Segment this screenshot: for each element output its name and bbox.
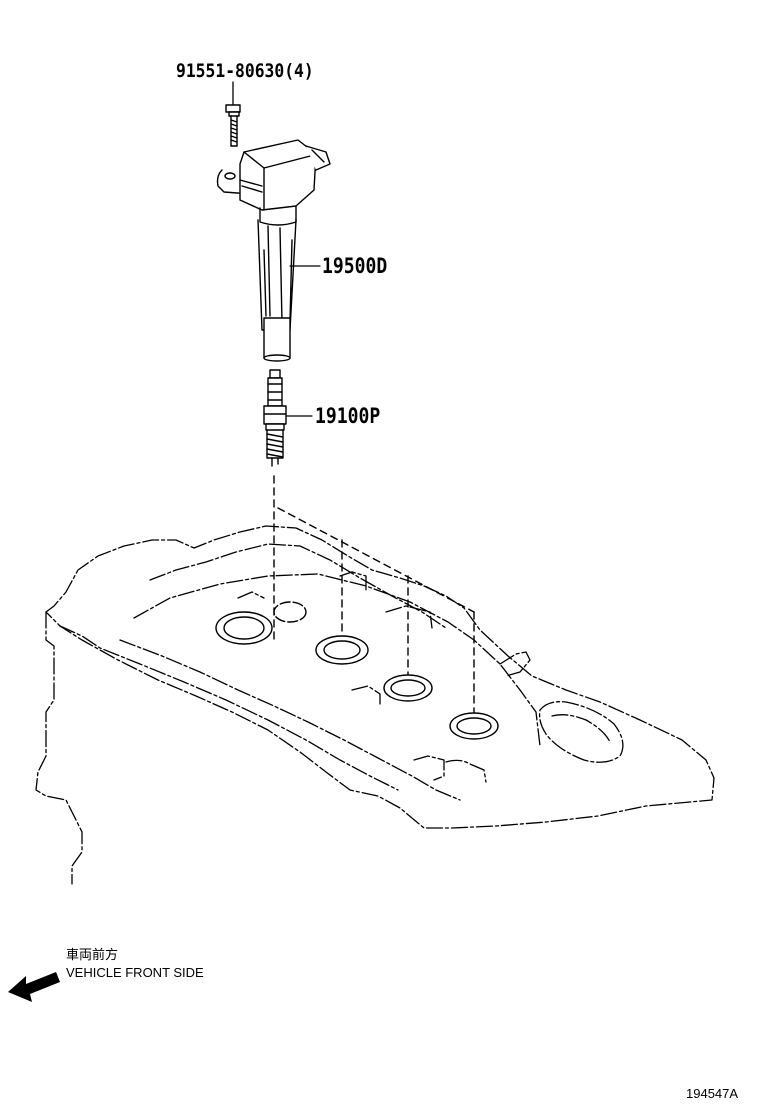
direction-note-japanese: 車両前方 [66,947,119,962]
plug-wells [215,601,499,740]
assembly-dashed-lines [273,475,475,725]
direction-note-english: VEHICLE FRONT SIDE [66,965,204,980]
illustration-id: 194547A [686,1086,739,1101]
front-arrow-icon [8,972,60,1002]
leader-lines [285,265,321,417]
cylinder-head-outline [35,525,715,885]
spark-plug-part-number: 19100P [315,404,381,428]
spark-plug-illustration [263,369,287,467]
bolt-part-number: 91551-80630(4) [176,60,314,82]
bolt-illustration [225,81,241,147]
ignition-coil-part-number: 19500D [322,254,388,278]
ignition-coil-illustration [216,139,331,362]
